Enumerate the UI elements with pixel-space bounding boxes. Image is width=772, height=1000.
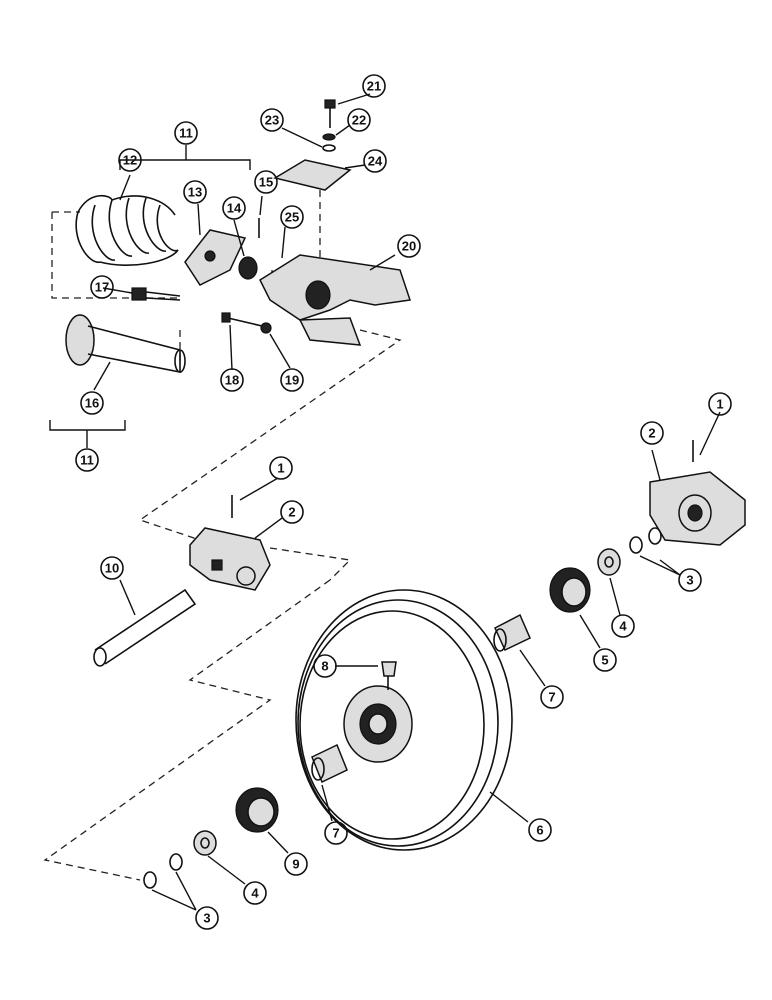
- recoil-rod: [65, 314, 186, 373]
- svg-text:2: 2: [648, 426, 655, 441]
- svg-text:21: 21: [367, 79, 381, 94]
- svg-text:24: 24: [368, 154, 383, 169]
- shaft-10: [93, 588, 197, 667]
- bolt-21: [324, 99, 336, 128]
- cover-24: [273, 159, 352, 191]
- svg-text:12: 12: [123, 153, 137, 168]
- rings-left: [143, 853, 183, 889]
- callout-12: 12: [118, 148, 142, 172]
- callout-1: 1: [269, 456, 293, 480]
- nut-19: [260, 322, 272, 334]
- svg-text:7: 7: [548, 690, 555, 705]
- bearing-block-left: [189, 527, 271, 591]
- callout-1: 1: [708, 392, 732, 416]
- svg-text:1: 1: [277, 461, 284, 476]
- callout-6: 6: [528, 818, 552, 842]
- washer-left: [193, 830, 217, 856]
- seal-left: [235, 787, 279, 833]
- svg-text:19: 19: [285, 373, 299, 388]
- svg-text:14: 14: [227, 201, 242, 216]
- svg-text:20: 20: [402, 239, 416, 254]
- washer-23: [322, 144, 336, 152]
- callout-10: 10: [100, 556, 124, 580]
- svg-text:9: 9: [292, 857, 299, 872]
- callout-17: 17: [90, 275, 114, 299]
- bearing-block-right: [649, 471, 746, 546]
- yoke-20: [259, 254, 411, 346]
- callout-23: 23: [260, 108, 284, 132]
- callout-3: 3: [678, 568, 702, 592]
- idler-wheel: [295, 589, 513, 851]
- callout-25: 25: [280, 205, 304, 229]
- svg-text:13: 13: [188, 185, 202, 200]
- svg-text:10: 10: [105, 561, 119, 576]
- callout-11: 11: [174, 121, 198, 145]
- callout-2: 2: [280, 500, 304, 524]
- bolt-18: [221, 312, 263, 327]
- svg-text:4: 4: [251, 886, 259, 901]
- washer-22: [322, 133, 336, 141]
- svg-text:11: 11: [179, 126, 193, 141]
- svg-text:6: 6: [536, 823, 543, 838]
- callout-24: 24: [363, 149, 387, 173]
- svg-text:8: 8: [321, 659, 328, 674]
- bolt-17: [131, 287, 181, 301]
- svg-text:11: 11: [80, 453, 94, 468]
- bushing-left: [311, 743, 348, 784]
- callout-3: 3: [195, 906, 219, 930]
- callout-15: 15: [254, 170, 278, 194]
- callout-14: 14: [222, 196, 246, 220]
- nut-14: [238, 256, 258, 280]
- svg-text:4: 4: [619, 619, 627, 634]
- callout-19: 19: [280, 368, 304, 392]
- seal-right: [549, 567, 591, 613]
- svg-text:3: 3: [203, 911, 210, 926]
- callout-8: 8: [313, 654, 337, 678]
- svg-text:23: 23: [265, 113, 279, 128]
- callout-21: 21: [362, 74, 386, 98]
- callout-5: 5: [593, 648, 617, 672]
- spring: [75, 194, 179, 267]
- callout-16: 16: [80, 391, 104, 415]
- callout-7: 7: [324, 821, 348, 845]
- callout-4: 4: [243, 881, 267, 905]
- callout-4: 4: [611, 614, 635, 638]
- washer-right: [597, 548, 621, 576]
- svg-text:7: 7: [332, 826, 339, 841]
- svg-text:16: 16: [85, 396, 99, 411]
- callout-20: 20: [397, 234, 421, 258]
- svg-text:25: 25: [285, 210, 299, 225]
- svg-text:17: 17: [95, 280, 109, 295]
- callout-22: 22: [347, 108, 371, 132]
- svg-text:18: 18: [225, 373, 239, 388]
- svg-text:2: 2: [288, 505, 295, 520]
- callouts: 1 1 2 2 3 3 4 4 5 6 7 7 8 9 10 11 11 12 …: [75, 74, 732, 930]
- rings-right: [629, 527, 662, 554]
- plug-8: [381, 661, 397, 690]
- svg-text:1: 1: [716, 397, 723, 412]
- callout-9: 9: [284, 852, 308, 876]
- svg-text:5: 5: [601, 653, 608, 668]
- callout-13: 13: [183, 180, 207, 204]
- svg-text:3: 3: [686, 573, 693, 588]
- leader-lines: [49, 93, 721, 911]
- callout-2: 2: [640, 421, 664, 445]
- callout-18: 18: [220, 368, 244, 392]
- svg-text:15: 15: [259, 175, 273, 190]
- svg-text:22: 22: [352, 113, 366, 128]
- bushing-right: [493, 613, 531, 652]
- plate-13: [184, 229, 247, 286]
- callout-7: 7: [540, 685, 564, 709]
- callout-11: 11: [75, 448, 99, 472]
